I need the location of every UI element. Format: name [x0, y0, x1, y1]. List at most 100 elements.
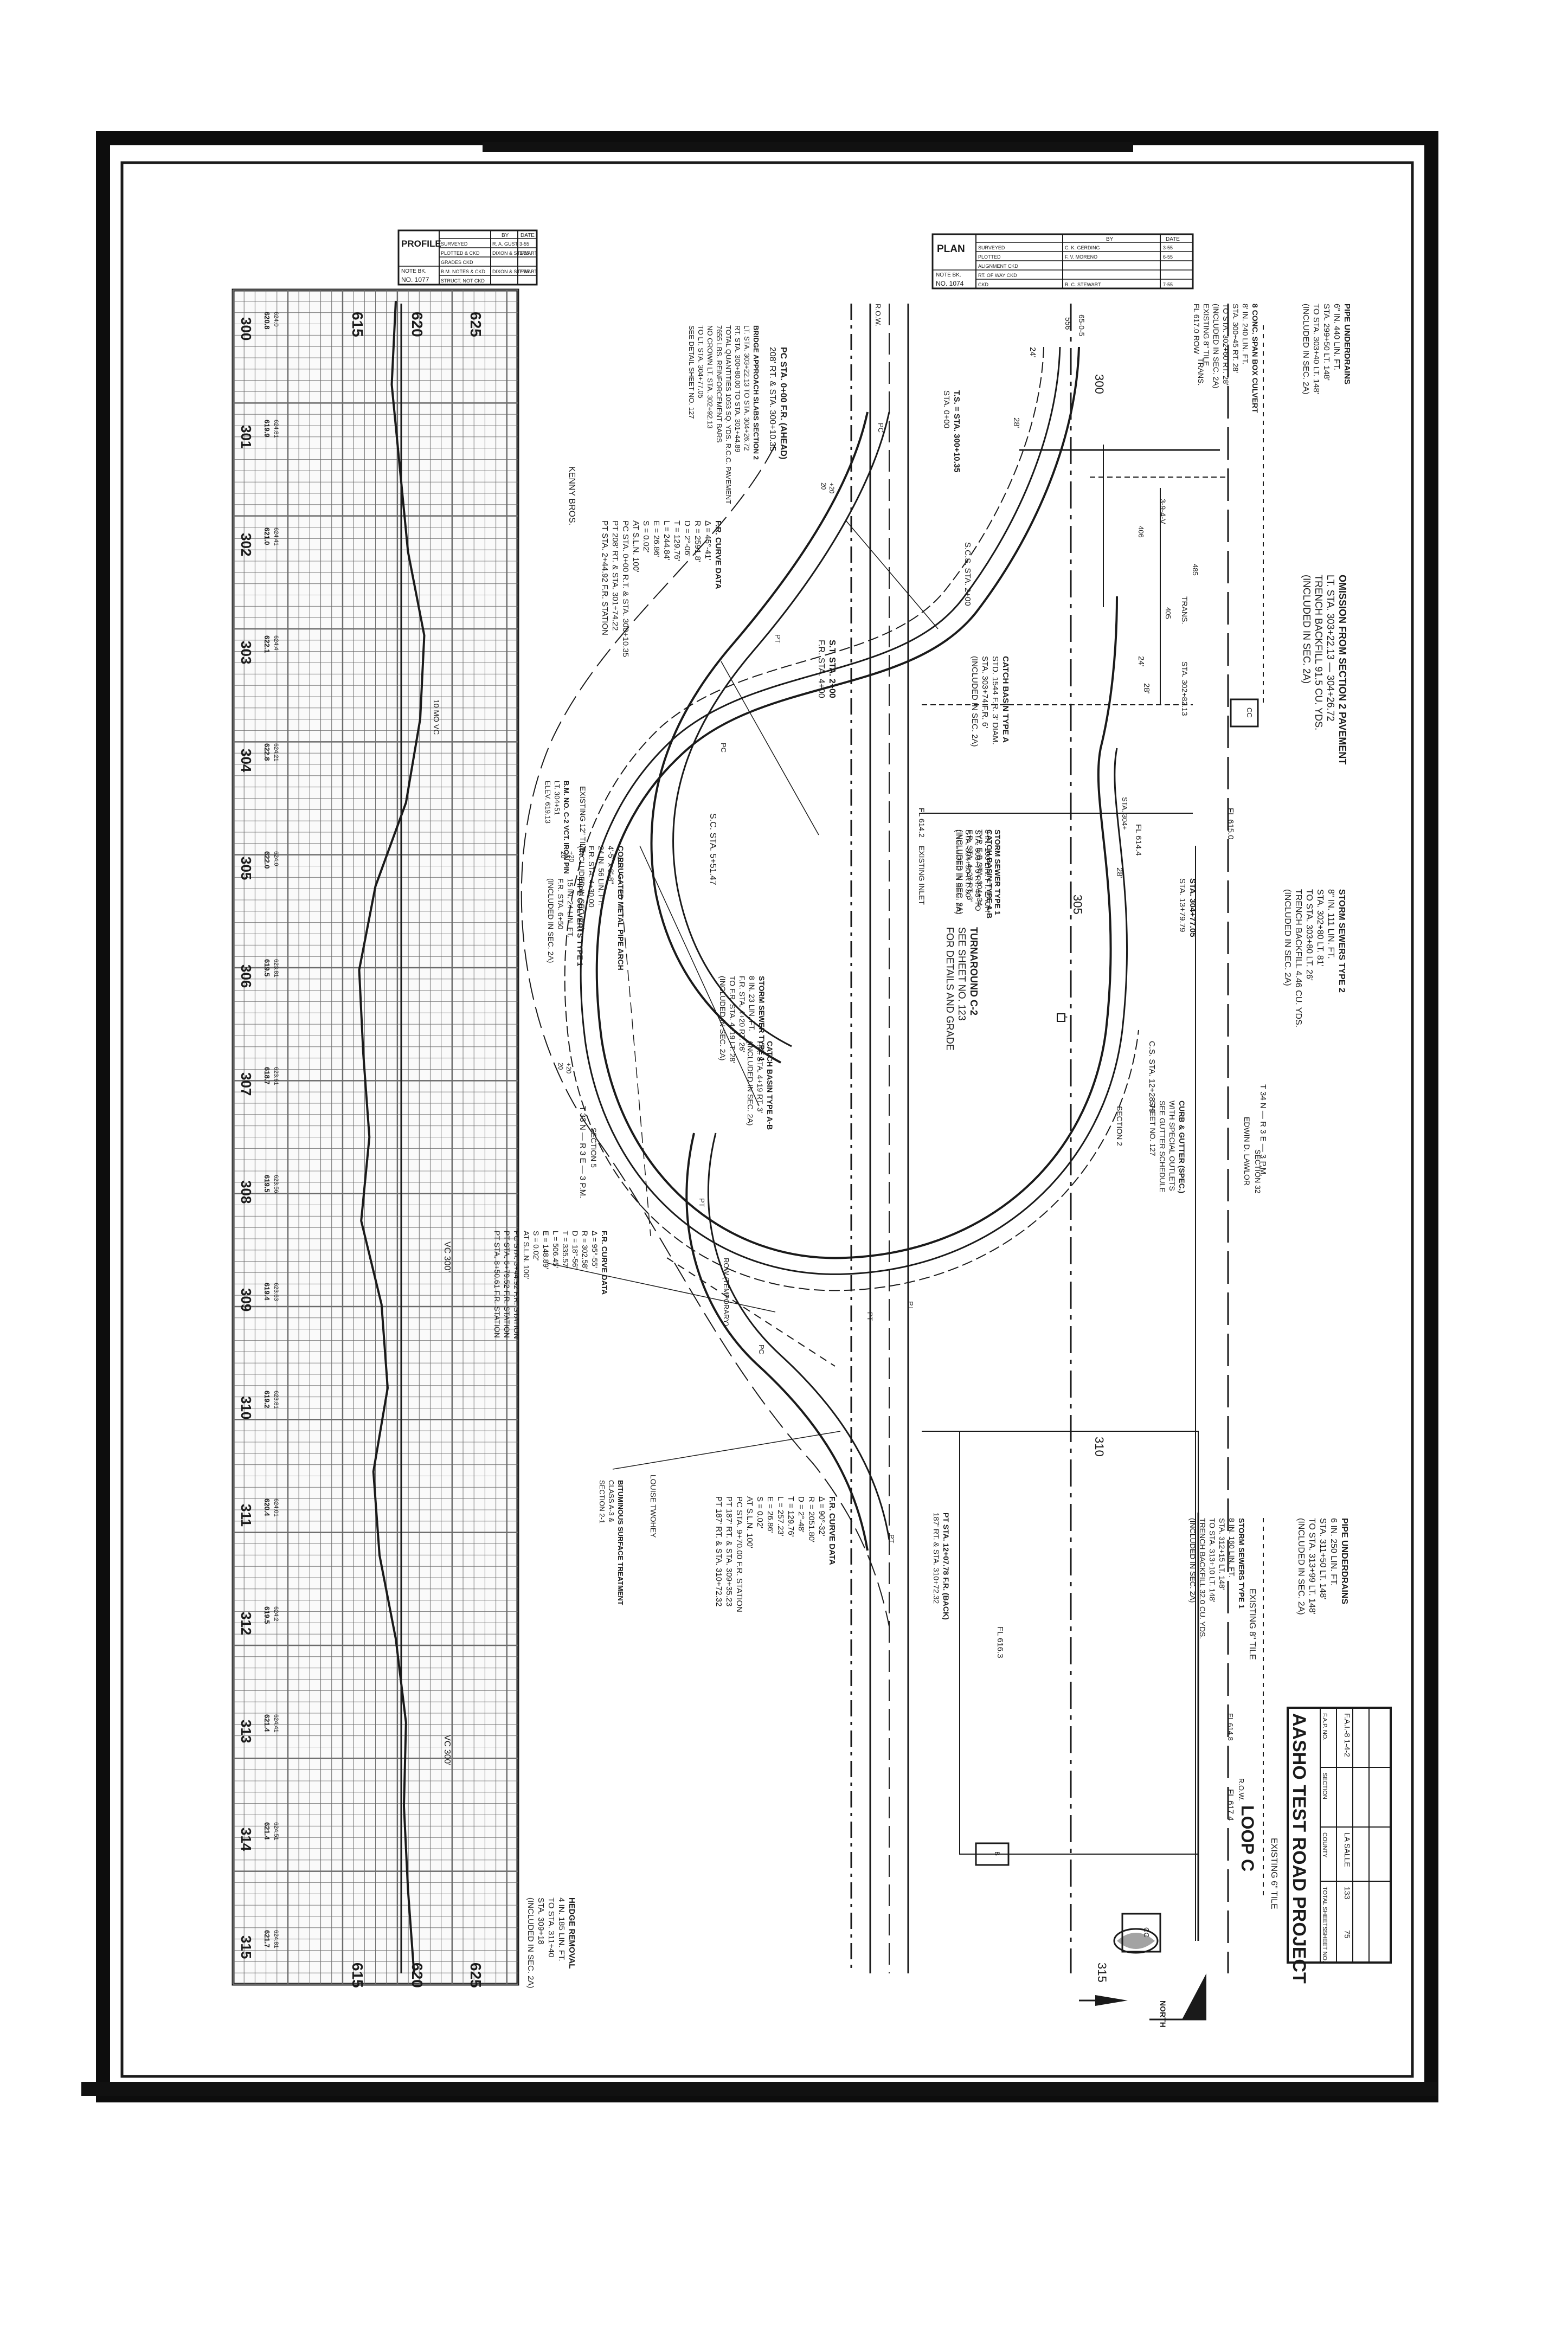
- plan-row-4-date: 7-55: [1163, 282, 1173, 287]
- box-culvert-note-line-6: FL 617.0 ROW: [1192, 304, 1201, 355]
- fr-curve-mid-line-4: T = 335.57': [561, 1231, 570, 1269]
- fr-curve-bottom-line-11: PT 187' RT. & STA. 310+72.32: [714, 1496, 723, 1606]
- grade-elevation: 623.81: [273, 1391, 279, 1409]
- fr-curve-bottom-line-2: R = 2051.80': [807, 1496, 816, 1542]
- curb-gutter-note-line-1: WITH SPECIAL OUTLETS: [1168, 1101, 1177, 1191]
- storm-sewers-top-line-0: STORM SEWERS TYPE 2: [1337, 889, 1346, 993]
- title-row-value-0: F.A.I.-8 1-4-2: [1343, 1713, 1352, 1757]
- fr-curve-bottom-line-10: PT 187' RT. & STA. 309+35.23: [724, 1496, 734, 1606]
- station-label: 313: [238, 1720, 254, 1743]
- bituminous-note-line-1: CLASS A-3 &: [607, 1480, 615, 1522]
- lot-line-box: [959, 1431, 1199, 1855]
- misc-number-2: 556: [1064, 317, 1072, 330]
- profile-row-1-role: PLOTTED & CKD: [441, 250, 480, 256]
- pt-mark-2: PT: [698, 1198, 706, 1207]
- elev-label-top-615: 615: [349, 312, 366, 337]
- fl-label-1: FL 614.4: [1134, 824, 1143, 856]
- corrugated-pipe-note-line-1: 4'-5" x 3'-8": [607, 846, 615, 884]
- offset-6: 20: [557, 1063, 564, 1070]
- pipe-underdrains-bottom-line-4: (INCLUDED IN SEC. 2A): [1296, 1518, 1306, 1615]
- township-top: T 34 N — R 3 E — 3 P.M.: [1258, 1084, 1268, 1176]
- storm-sewers-bottom-line-2: STA. 312+15 LT. 148': [1218, 1518, 1226, 1590]
- station-label: 312: [238, 1612, 254, 1635]
- storm-sewer-1-note-line-3: STA. 304+50 RT. 30': [964, 829, 973, 899]
- box-culvert-note-line-0: 8 CONC. SPAN BOX CULVERT: [1251, 304, 1259, 413]
- pc-ahead-note-line-1: 208' RT. & STA. 300+10.35: [768, 347, 777, 451]
- grade-elevation: 624.41: [273, 1714, 279, 1733]
- ground-elevation: 621.4: [263, 1822, 271, 1840]
- ground-elevation: 621.7: [263, 1930, 271, 1948]
- dim-label-2: 28': [1012, 417, 1021, 428]
- box-culvert-note-line-2: STA. 300+45 RT. 28': [1231, 304, 1240, 373]
- pen-tool-icon: [1079, 1995, 1128, 2006]
- box-culvert-note-line-4: (INCLUDED IN SEC. 2A): [1212, 304, 1220, 388]
- storm-sewer-1b-note-line-2: F.R. STA. 4+20 RT. 26': [738, 976, 747, 1052]
- st-label-line-0: S.T. STA. 2+00: [827, 640, 837, 698]
- fr-curve-mid-line-5: L = 506.45': [551, 1231, 560, 1268]
- existing-inlet-label: EXISTING INLET: [917, 846, 926, 905]
- ground-elevation: 619.5: [263, 1606, 271, 1624]
- catch-basin-ab2-note-line-0: CATCH BASIN TYPE A-B: [766, 1041, 774, 1130]
- pc-ahead-note-line-0: PC STA. 0+00 F.R. (AHEAD): [779, 347, 788, 459]
- bridge-approach-note-line-5: NO CROWN LT. STA. 302+92.13: [706, 325, 714, 429]
- fr-curve-top-line-9: PC STA. 0+00 R.T. & STA. 300+10.35: [621, 520, 630, 657]
- ground-elevation: 618.7: [263, 1067, 271, 1085]
- ground-elevation: 621.4: [263, 1714, 271, 1732]
- plan-row-0-by: C. K. GERDING: [1065, 245, 1100, 250]
- fr-curve-mid-line-2: R = 302.58': [581, 1231, 589, 1270]
- catch-basin-ab-note-line-1: TYP. E-B STA. 304+34: [975, 829, 984, 906]
- scan-top-smudge: [483, 142, 1133, 152]
- grade-elevation: 624.81: [273, 420, 279, 438]
- plan-row-0-date: 3-55: [1163, 245, 1173, 250]
- hedge-removal-note-line-0: HEDGE REMOVAL: [567, 1897, 576, 1969]
- loop-ramp-outer: [595, 346, 1118, 1259]
- trans-label-2: TRANS.: [1180, 596, 1189, 624]
- fr-curve-bottom-line-8: AT S.L.N. 100': [745, 1496, 754, 1548]
- storm-sewer-1b-note-line-1: 8 IN. 23 LIN. FT.: [748, 976, 756, 1031]
- pipe-underdrains-bottom-line-1: 6 IN. 250 LIN. FT.: [1329, 1518, 1338, 1586]
- bridge-approach-note-line-2: RT. STA. 300+80.00 TO STA. 301+44.89: [734, 325, 742, 452]
- grade-elevation: 624.41: [273, 528, 279, 546]
- bridge-approach-note-line-3: TOTAL QUANTITIES 1053 SQ. YDS. R.C.C. PA…: [724, 325, 732, 504]
- fr-curve-top-line-6: E = 26.86': [652, 520, 661, 557]
- fr-curve-top-line-1: Δ = 45°-41': [703, 520, 712, 561]
- fl-label-3: FL 614.2: [917, 808, 926, 838]
- curb-gutter-note-line-0: CURB & GUTTER (SPEC.): [1178, 1101, 1186, 1193]
- grade-elevation: 624.01: [273, 1498, 279, 1517]
- ground-elevation: 619.9: [263, 420, 271, 438]
- fr-curve-mid-line-8: AT S.L.N. 100': [522, 1231, 531, 1279]
- loop-ramp-inner-2: [564, 346, 1139, 1291]
- section-5-label: SECTION 5: [589, 1128, 598, 1168]
- mainline-station-300: 300: [1093, 374, 1106, 394]
- ground-elevation: 621.0: [263, 528, 271, 545]
- title-project: AASHO TEST ROAD PROJECT: [1289, 1713, 1309, 1984]
- pipe-culverts-note-line-1: 15 IN. 24 LIN. FT.: [566, 878, 575, 938]
- hedge-removal-note-line-2: TO STA. 311+40: [547, 1897, 556, 1957]
- exit-ramp-outer: [685, 1133, 869, 1551]
- plan-row-0-role: SURVEYED: [978, 245, 1005, 250]
- dim-label-3: 24': [1136, 656, 1146, 667]
- title-row-value-3: 133: [1343, 1887, 1352, 1900]
- misc-number-3: 3-9-4-V: [1159, 499, 1167, 524]
- pt-back-note-line-0: PT STA. 12+07.78 F.R. (BACK): [942, 1513, 950, 1620]
- structure-box-cc-bottom: [1121, 1913, 1161, 1953]
- fr-curve-mid-line-1: Δ = 95°-55': [590, 1231, 599, 1268]
- row-boundary-left: [520, 444, 890, 1627]
- ground-elevation: 622.1: [263, 635, 271, 653]
- plan-block-label: PLAN: [937, 243, 965, 255]
- bm-note-line-2: ELEV. 619.13: [544, 781, 552, 824]
- ground-elevation: 622.0: [263, 851, 271, 869]
- turnaround-note-line-0: TURNAROUND C-2: [968, 927, 979, 1015]
- storm-sewers-top-line-3: TO STA. 303+80 LT. 26': [1304, 889, 1314, 981]
- st-right-label-line-0: STA. 304+77.05: [1188, 878, 1197, 937]
- station-label: 308: [238, 1180, 254, 1204]
- bridge-approach-note-line-0: BRIDGE APPROACH SLABS SECTION 2: [752, 325, 760, 460]
- pipe-underdrains-top-line-0: PIPE UNDERDRAINS: [1342, 304, 1352, 384]
- storm-sewer-1-note-line-0: STORM SEWER TYPE 1: [993, 829, 1002, 915]
- storm-sewers-top-line-2: STA. 302+80 LT. 81': [1315, 889, 1325, 967]
- fr-curve-bottom-line-9: PC STA. 9+70.00 F.R. STATION: [735, 1496, 744, 1612]
- structure-box-cc-top: [1230, 698, 1259, 728]
- misc-number-6: 405: [1164, 607, 1172, 619]
- omission-note-line-1: LT. STA. 303+22.13 — 304+26.72: [1325, 575, 1336, 722]
